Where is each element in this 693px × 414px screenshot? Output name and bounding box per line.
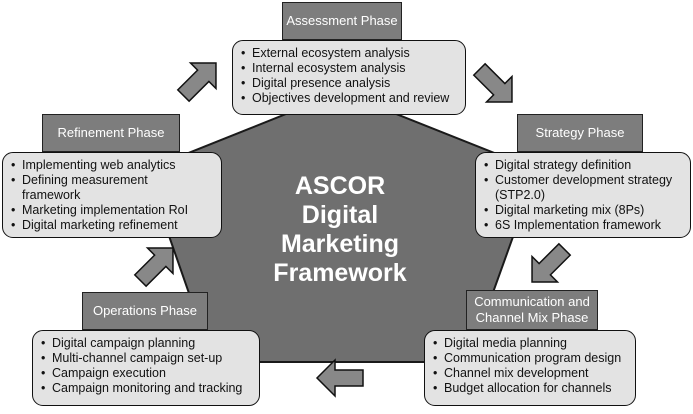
title-line: Marketing [280,230,400,258]
list-item: External ecosystem analysis [241,46,459,61]
list-item-text: framework [22,188,81,202]
arrow-down-right-icon [472,62,513,103]
list-item: Digital presence analysis [241,76,459,91]
list-item: Defining measurement [11,173,215,188]
communication-phase-box: Digital media planning Communication pro… [424,330,636,406]
arrow-down-left-icon [531,242,572,283]
list-item: Digital marketing refinement [11,218,215,233]
arrow-up-right-icon [176,62,217,103]
arrow-up-right-icon [133,247,174,288]
assessment-phase-box: External ecosystem analysis Internal eco… [232,40,466,115]
list-item: Digital strategy definition [484,158,684,173]
strategy-phase-label: Strategy Phase [517,114,643,152]
refinement-phase-box: Implementing web analytics Defining meas… [2,152,222,238]
list-item-continuation: framework [11,188,215,203]
list-item: Communication program design [433,351,629,366]
title-line: Framework [273,259,407,287]
operations-phase-box: Digital campaign planning Multi-channel … [32,330,260,406]
framework-title: ASCOR Digital Marketing Framework [232,172,448,288]
list-item: Objectives development and review [241,91,459,106]
list-item: Implementing web analytics [11,158,215,173]
communication-phase-label: Communication and Channel Mix Phase [466,290,598,330]
title-line: Digital [301,201,379,229]
refinement-phase-label: Refinement Phase [42,114,180,152]
list-item: Digital marketing mix (8Ps) [484,203,684,218]
list-item-continuation: (STP2.0) [484,188,684,203]
list-item: Customer development strategy [484,173,684,188]
list-item-text: (STP2.0) [495,188,546,202]
list-item: Internal ecosystem analysis [241,61,459,76]
strategy-phase-box: Digital strategy definition Customer dev… [475,152,691,238]
operations-phase-label: Operations Phase [82,292,208,330]
list-item: Budget allocation for channels [433,381,629,396]
list-item: Marketing implementation RoI [11,203,215,218]
arrow-left-icon [315,358,364,398]
label-line: Channel Mix Phase [475,310,589,325]
list-item: 6S Implementation framework [484,218,684,233]
list-item: Digital media planning [433,336,629,351]
assessment-phase-label: Assessment Phase [282,2,402,40]
list-item: Digital campaign planning [41,336,253,351]
list-item: Multi-channel campaign set-up [41,351,253,366]
list-item: Campaign monitoring and tracking [41,381,253,396]
list-item: Campaign execution [41,366,253,381]
label-line: Communication and [474,294,590,309]
list-item: Channel mix development [433,366,629,381]
title-line: ASCOR [294,172,386,200]
